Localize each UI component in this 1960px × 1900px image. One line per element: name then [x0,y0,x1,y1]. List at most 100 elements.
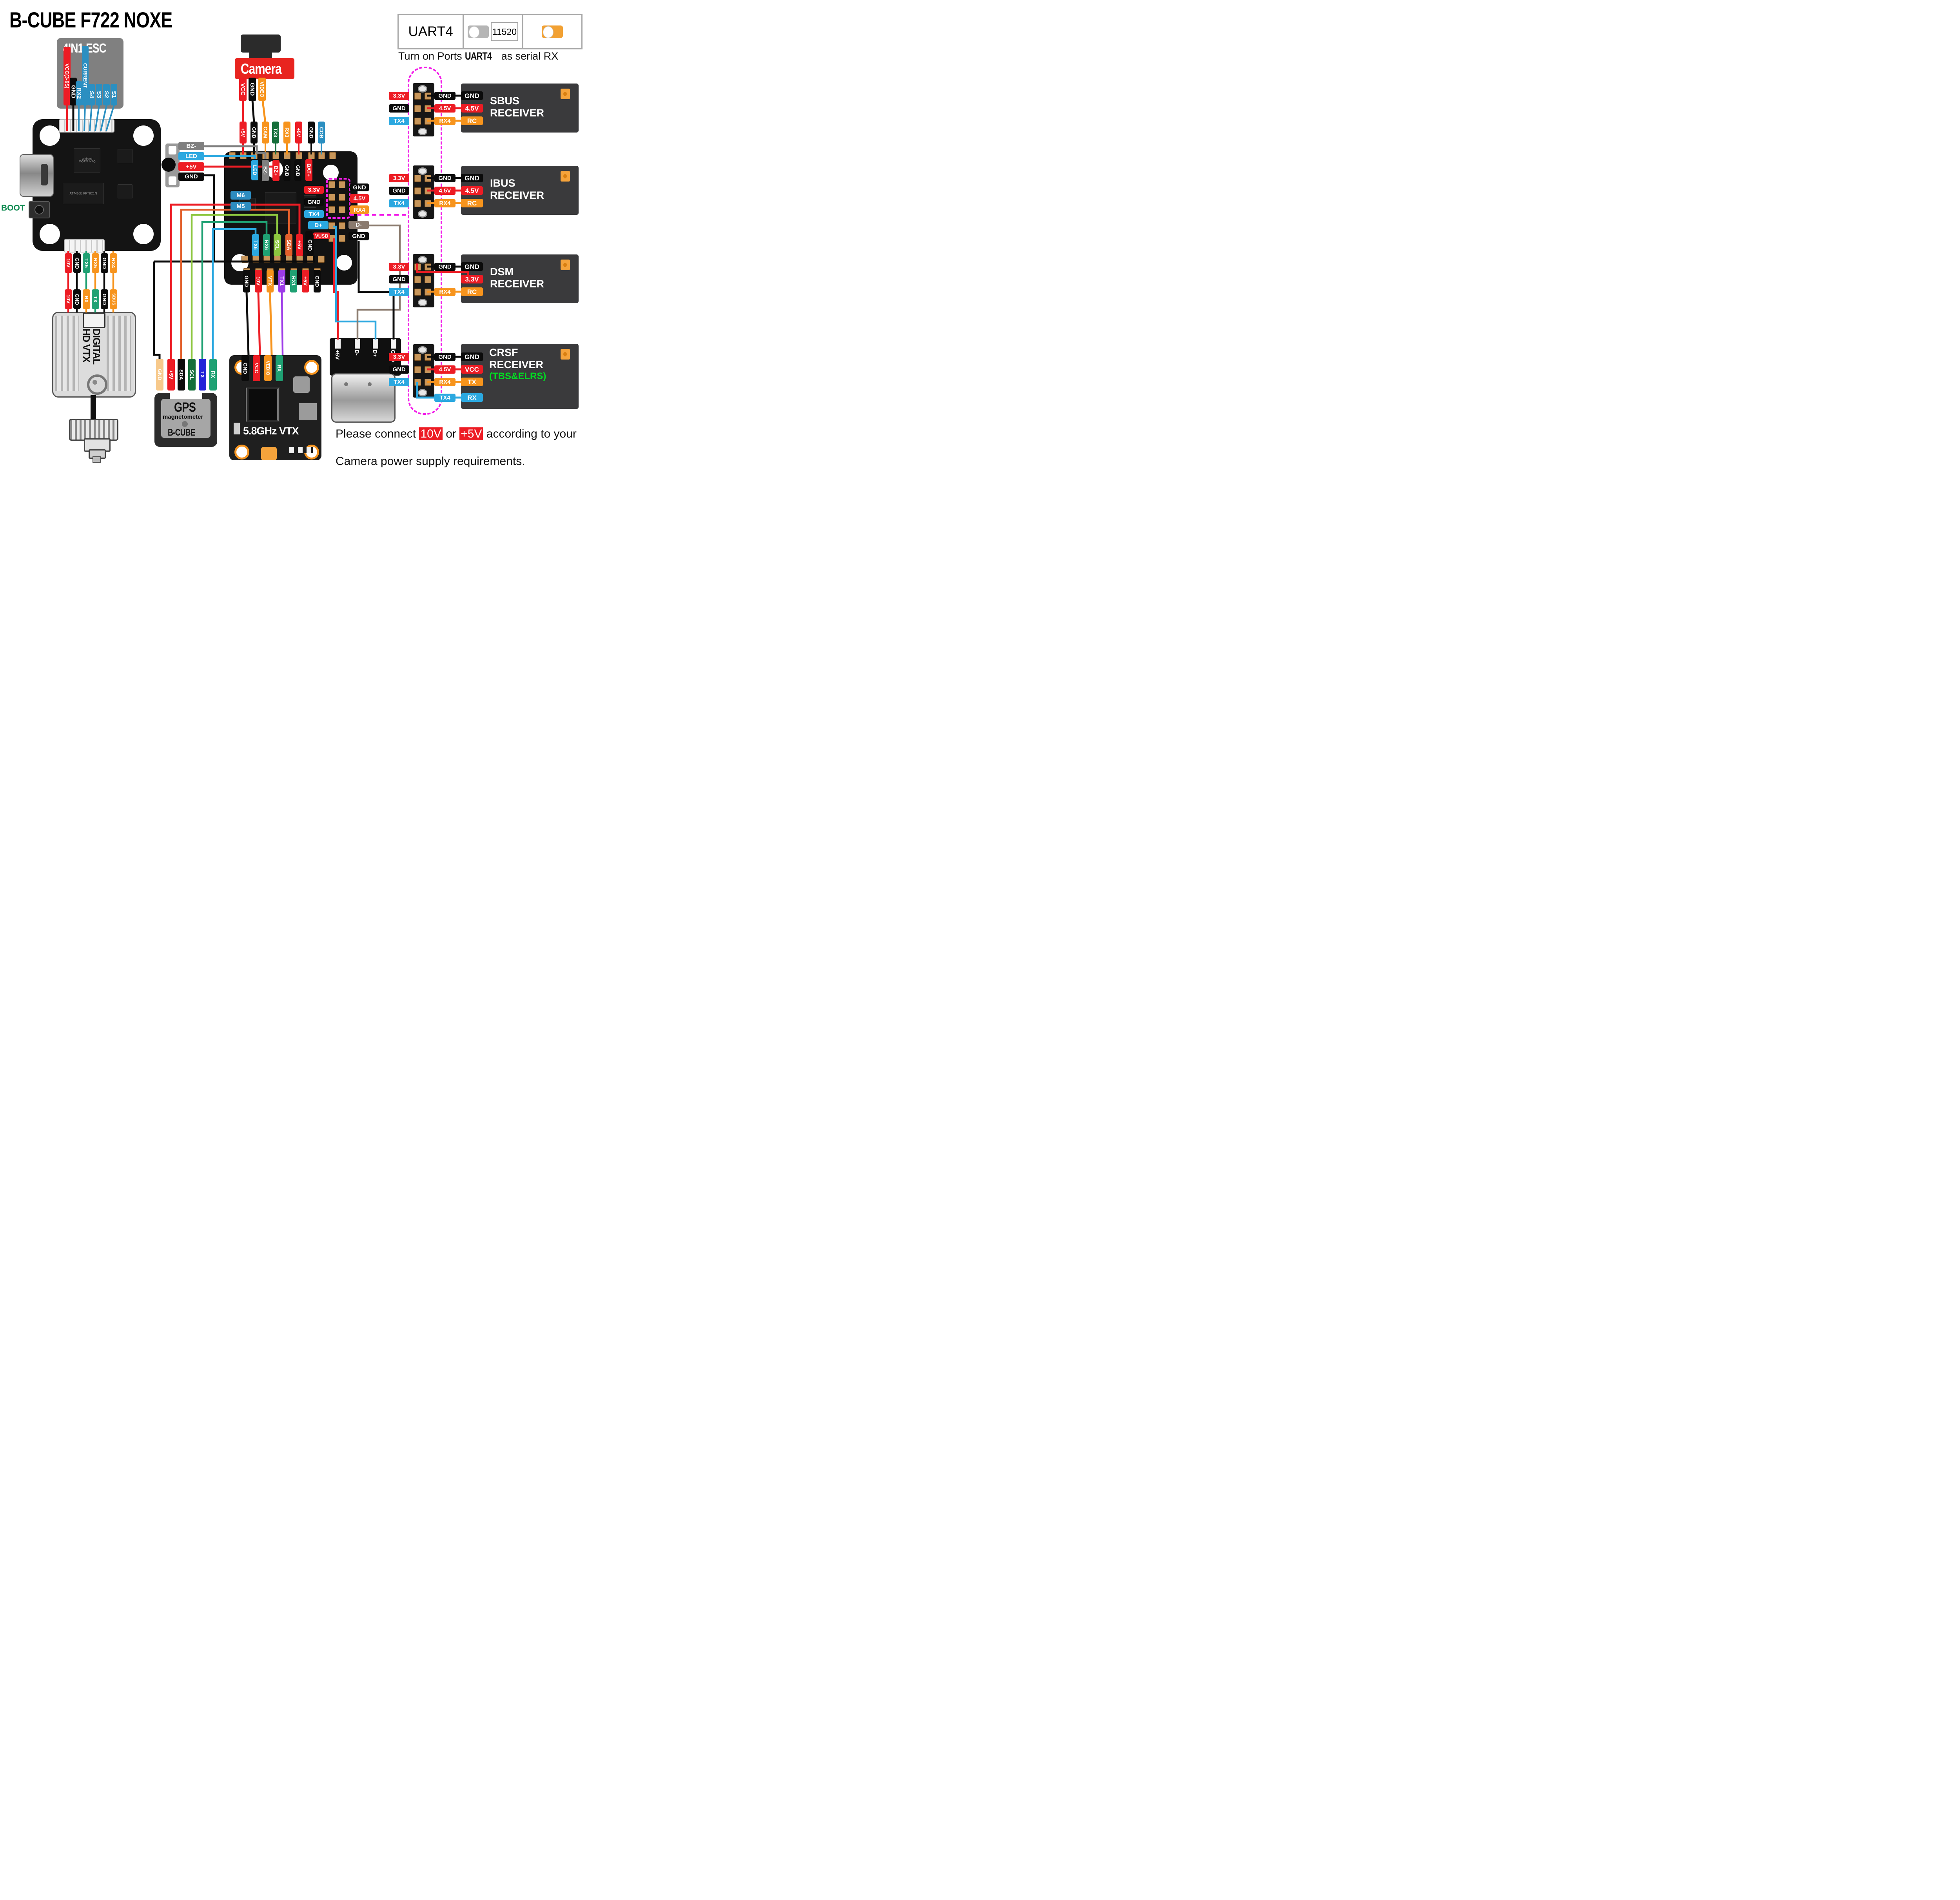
esc-pin-gnd: GND [70,78,77,105]
fc-usb-dminus: D- [348,221,369,229]
fc-left-gnd: GND [178,173,204,181]
hdvtx-r2-gnd: GND [73,289,81,309]
sbus-mid-gnd: GND [434,92,456,100]
rx-strip-screw [418,299,427,306]
fc-pad [241,256,248,263]
buzzer-slot [169,176,176,185]
fc-left-led: LED [178,152,204,160]
crsf-box-tx: TX [461,378,483,386]
fc-pin-5v2: +5V [295,122,302,143]
crsf-mid-45v: 4.5V [434,365,456,374]
fc-pin-gnd3: GND [307,234,314,256]
fc-pad [318,152,325,159]
dsm-mid-rx4: RX4 [434,288,456,296]
dsm-box-rc: RC [461,287,483,296]
crsf-title-line2: RECEIVER [489,359,544,371]
fc-board-bz+: BZ+ [272,160,279,181]
crsf-left-tx4: TX4 [389,378,409,386]
fc-pad [252,256,259,263]
esc-pin-vcc: VCC(3-6S) [64,47,71,105]
vtx58-pads [289,447,313,453]
hdvtx-r1-rx5: RX5 [92,253,99,273]
camera-title: Camera [241,61,282,77]
uart4-toggle-off[interactable] [467,25,489,38]
fc-pad [272,152,279,159]
crsf-box-rx: RX [461,393,483,402]
gps-dot [182,421,188,427]
fc-pad [308,152,315,159]
camera-pin-gnd: GND [249,78,256,101]
hd-vtx-fins-left [55,316,79,391]
uart4-toggle-on[interactable] [541,25,563,38]
fc-left-5v: +5V [178,162,204,171]
fc-pin-sda: SDA [285,234,292,256]
usb-c-shell [331,373,396,423]
fc-pad [286,256,292,263]
gps-pin-5v: +5V [167,359,175,391]
esc-pin-s3: S3 [96,84,102,105]
fc-pin-10v: 10V [255,270,262,292]
hdvtx-r1-tx5: TX5 [83,253,90,273]
fc-pin-rx3: RX3 [283,122,290,143]
regulator-chip [118,149,132,163]
esc-pin-current: CURRENT [82,46,89,105]
toggle-knob [468,26,479,38]
fc-board-bat+: BAT+ [305,159,312,181]
esc-pin-rx2: RX2 [76,81,82,105]
ibus-left-33v: 3.3V [389,174,409,182]
note-part1: Please connect [336,427,419,440]
wire-vtx-gnd [245,292,250,356]
sbus-title: SBUS RECEIVER [490,95,544,119]
vtx58-part [299,403,317,420]
fc-board-gnd: GND [283,160,290,181]
fc-pad [307,256,314,263]
wire-gnd-a [204,174,215,262]
rx-pad [414,366,421,373]
fc-pad [274,256,281,263]
fc-pin-vtx: VTX [267,270,274,292]
note-suffix: as serial RX [498,50,559,62]
sbus-box-45v: 4.5V [461,104,483,113]
fc-pin-tx3: TX3 [272,122,279,143]
fc-uart4-tx4: TX4 [304,210,324,218]
hdvtx-r2-gnd2: GND [101,289,108,309]
dsm-title-line2: RECEIVER [490,278,544,290]
hdvtx-r2-10v: 10V [65,289,72,309]
antenna-tip2 [93,456,101,463]
usb-pad-dminus: D- [354,350,360,356]
camera-pin-vcc: VCC [239,78,247,101]
dsm-title-line1: DSM [490,266,514,278]
usb-c-slot [41,164,48,185]
uart4-baud-value[interactable]: 11520 [490,22,518,41]
rx-pad [414,118,421,125]
mcu-chip [265,192,296,223]
note-port: UART4 [465,50,492,62]
buzzer [162,158,176,172]
sbus-left-gnd: GND [389,104,409,113]
usb-breakout-pad [335,339,341,349]
vtx58-hole [304,360,319,375]
hd-vtx-title-line1: DIGITAL [91,329,102,365]
ibus-mid-rx4: RX4 [434,199,456,207]
mount-hole [133,125,154,146]
fc-pin-5v3: +5V [296,234,303,256]
ibus-left-tx4: TX4 [389,199,409,207]
fc-pad [240,152,247,159]
fc-pin-5v-cam: +5V [240,122,247,143]
sbus-title-line2: RECEIVER [490,107,544,119]
rx-strip-screw [418,346,427,354]
crsf-mid-tx4: TX4 [434,394,456,402]
fc-pad [339,181,345,188]
note-5v: +5V [459,427,483,440]
fc-uart4-rx4: RX4 [350,205,369,214]
dsm-box-gnd: GND [461,262,483,271]
uart4-serialrx-cell [523,15,581,48]
vtx58-hole [234,445,249,460]
vtx58-pin-vedio: VEDIO [264,355,272,381]
ibus-box-rc: RC [461,199,483,207]
ibus-box-45v: 4.5V [461,186,483,195]
fc-pad [296,152,302,159]
fc-pin-tx1: TX1 [278,270,285,292]
gps-subtitle: magnetometer [163,414,203,420]
fc-board-bz-: BZ- [262,160,269,181]
